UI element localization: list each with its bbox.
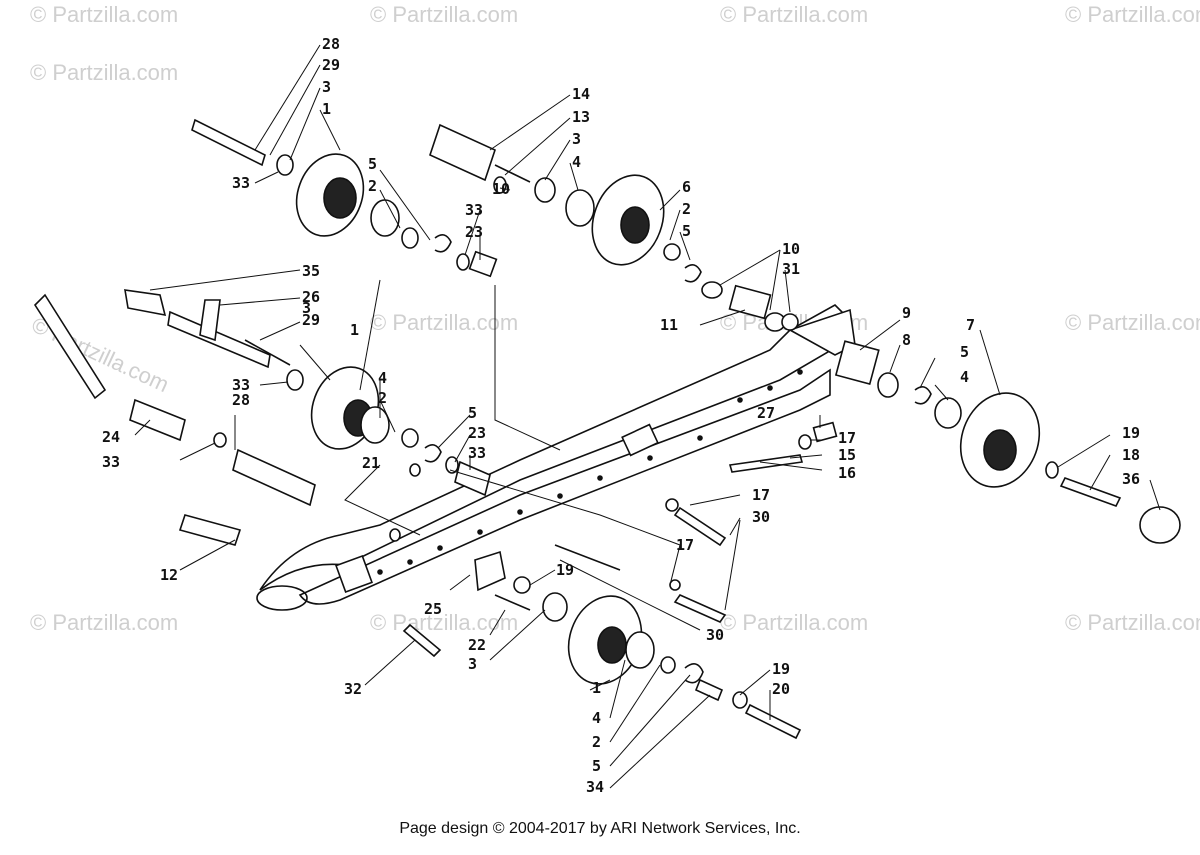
watermark-text: © Partzilla.com: [30, 2, 178, 27]
callout-label: 10: [782, 240, 800, 258]
callout-label: 6: [682, 178, 691, 196]
callout-label: 35: [302, 262, 320, 280]
callout-label: 10: [492, 180, 510, 198]
callout-label: 17: [676, 536, 694, 554]
left-shafts: [35, 290, 490, 545]
callout-label: 4: [960, 368, 969, 386]
callout-label: 33: [465, 201, 483, 219]
callout-label: 18: [1122, 446, 1140, 464]
callout-label: 31: [782, 260, 800, 278]
callout-labels: 28 29 3 1 33 14 13 3 4 10 5 2 33 23 6 2 …: [102, 35, 1140, 796]
callout-label: 5: [592, 757, 601, 775]
callout-label: 32: [344, 680, 362, 698]
callout-label: 12: [160, 566, 178, 584]
callout-label: 16: [838, 464, 856, 482]
callout-label: 30: [752, 508, 770, 526]
callout-label: 27: [757, 404, 775, 422]
front-wheel: [390, 464, 800, 738]
callout-label: 2: [378, 389, 387, 407]
callout-label: 25: [424, 600, 442, 618]
callout-label: 5: [368, 155, 377, 173]
callout-label: 33: [232, 376, 250, 394]
callout-label: 4: [592, 709, 601, 727]
watermark-text: © Partzilla.com: [1065, 310, 1200, 335]
callout-label: 1: [322, 100, 331, 118]
watermark-text: © Partzilla.com: [370, 610, 518, 635]
callout-label: 33: [232, 174, 250, 192]
callout-label: 29: [322, 56, 340, 74]
callout-label: 17: [838, 429, 856, 447]
callout-label: 19: [772, 660, 790, 678]
callout-label: 28: [232, 391, 250, 409]
callout-label: 19: [1122, 424, 1140, 442]
rear-wheel: [730, 341, 1180, 543]
callout-label: 23: [468, 424, 486, 442]
callout-label: 29: [302, 311, 320, 329]
callout-label: 15: [838, 446, 856, 464]
watermark-text: © Partzilla.com: [30, 60, 178, 85]
callout-label: 5: [468, 404, 477, 422]
callout-label: 26: [302, 288, 320, 306]
watermark-text: © Partzilla.com: [370, 2, 518, 27]
callout-label: 8: [902, 331, 911, 349]
callout-label: 34: [586, 778, 604, 796]
callout-label: 23: [465, 223, 483, 241]
callout-label: 17: [752, 486, 770, 504]
callout-label: 20: [772, 680, 790, 698]
copyright-footer: Page design © 2004-2017 by ARI Network S…: [399, 820, 801, 837]
callout-label: 2: [682, 200, 691, 218]
callout-label: 36: [1122, 470, 1140, 488]
callout-label: 28: [322, 35, 340, 53]
upper-middle-wheel: [430, 125, 798, 331]
callout-label: 19: [556, 561, 574, 579]
callout-label: 3: [322, 78, 331, 96]
callout-label: 33: [102, 453, 120, 471]
callout-label: 3: [468, 655, 477, 673]
callout-label: 7: [966, 316, 975, 334]
watermark-text: © Partzilla.com: [720, 610, 868, 635]
callout-label: 30: [706, 626, 724, 644]
upper-left-wheel: [192, 120, 496, 276]
callout-label: 22: [468, 636, 486, 654]
watermark-text: © Partzilla.com: [720, 2, 868, 27]
callout-label: 1: [592, 679, 601, 697]
callout-label: 1: [350, 321, 359, 339]
callout-label: 14: [572, 85, 590, 103]
callout-label: 9: [902, 304, 911, 322]
leader-lines: [135, 45, 1160, 788]
callout-label: 4: [572, 153, 581, 171]
callout-label: 11: [660, 316, 678, 334]
callout-label: 5: [960, 343, 969, 361]
callout-label: 13: [572, 108, 590, 126]
callout-label: 2: [368, 177, 377, 195]
watermark-text: © Partzilla.com: [1065, 610, 1200, 635]
watermark-text: © Partzilla.com: [370, 310, 518, 335]
callout-label: 2: [592, 733, 601, 751]
callout-label: 24: [102, 428, 120, 446]
callout-label: 3: [572, 130, 581, 148]
callout-label: 5: [682, 222, 691, 240]
watermark-text: © Partzilla.com: [30, 610, 178, 635]
callout-label: 3: [302, 299, 311, 317]
callout-label: 4: [378, 369, 387, 387]
callout-label: 33: [468, 444, 486, 462]
callout-label: 21: [362, 454, 380, 472]
watermark-text: © Partzilla.com: [1065, 2, 1200, 27]
